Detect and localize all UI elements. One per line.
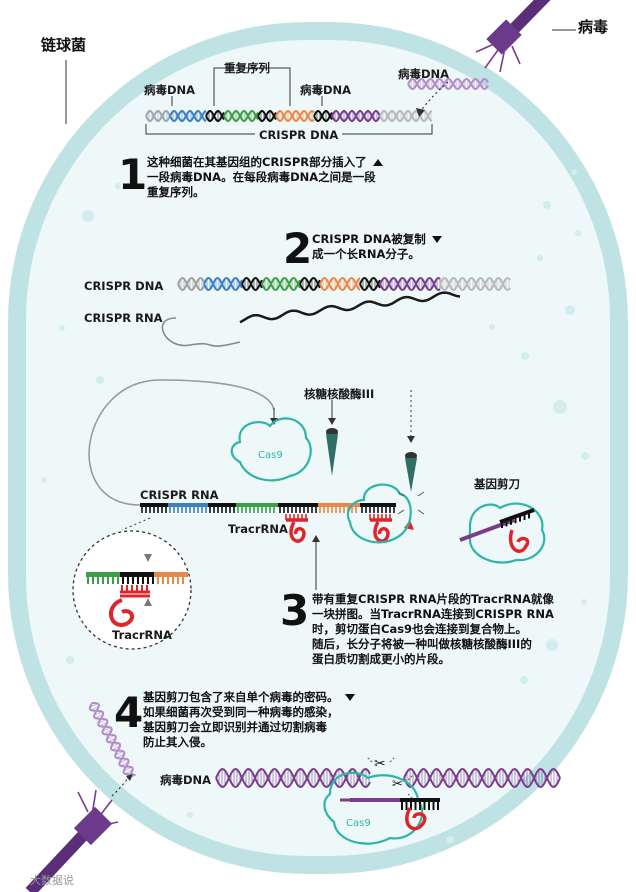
scissors-icon-1: ✂ [374, 756, 386, 772]
bacterium-label: 链球菌 [41, 34, 86, 55]
gene-scissors-label: 基因剪刀 [474, 476, 520, 492]
crispr-rna-label-3: CRISPR RNA [140, 488, 219, 502]
step-1-number: 1 [118, 150, 147, 199]
step-2-number: 2 [283, 224, 312, 273]
viral-dna-label-1: 病毒DNA [144, 82, 195, 98]
tracrrna-zoom-label: TracrRNA [112, 628, 172, 642]
triangle-down-icon-4 [345, 694, 355, 701]
virus-label: 病毒 [578, 16, 608, 37]
rnase-label: 核糖核酸酶III [304, 386, 374, 402]
dna2-segment-2 [242, 278, 262, 290]
cas9-label-b: Cas9 [346, 818, 371, 829]
rna3-segment-6 [360, 503, 396, 513]
viral-dna-label-4: 病毒DNA [160, 772, 211, 788]
step-3-number: 3 [280, 586, 309, 635]
viral-dna-label-top: 病毒DNA [398, 66, 449, 82]
repeat-sequence-label: 重复序列 [224, 60, 270, 76]
watermark: 大数据说 [30, 872, 74, 888]
crispr-dna-bracket-label: CRISPR DNA [255, 128, 342, 142]
tracrrna-label: TracrRNA [228, 522, 288, 536]
step-1-text: 这种细菌在其基因组的CRISPR部分插入了 一段病毒DNA。在每段病毒DNA之间… [147, 155, 383, 200]
step-4-number: 4 [114, 688, 143, 737]
step-4-text: 基因剪刀包含了来自单个病毒的密码。 如果细菌再次受到同一种病毒的感染， 基因剪刀… [143, 690, 355, 750]
cas9-label-a: Cas9 [258, 450, 283, 461]
crispr-dna-label-2: CRISPR DNA [84, 279, 163, 293]
crispr-rna-label-2: CRISPR RNA [84, 311, 163, 325]
triangle-up-icon [373, 159, 383, 166]
step-2-text: CRISPR DNA被复制 成一个长RNA分子。 [312, 232, 442, 262]
dna2-segment-6 [360, 278, 380, 290]
scissors-icon-2: ✂ [392, 777, 403, 792]
step-3-text: 带有重复CRISPR RNA片段的TracrRNA就像 一块拼图。当TracrR… [312, 592, 554, 667]
virus-top [476, 0, 548, 72]
triangle-down-icon [432, 236, 442, 243]
dna2-segment-4 [300, 278, 320, 290]
viral-dna-label-2: 病毒DNA [300, 82, 351, 98]
